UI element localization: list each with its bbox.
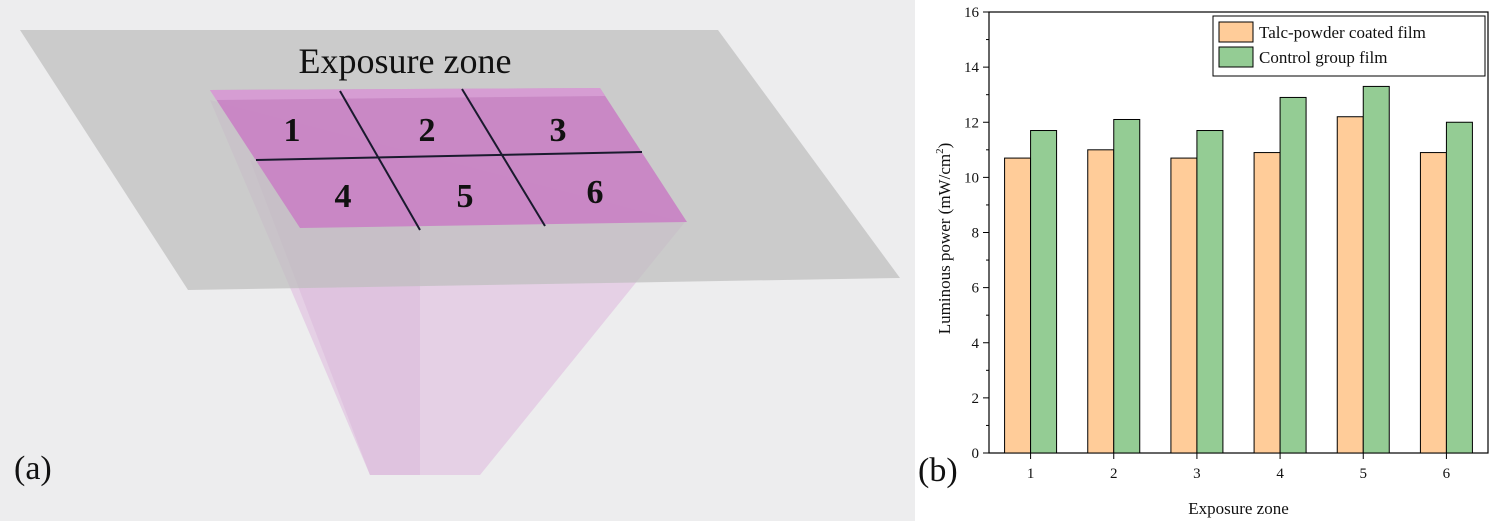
panel-a: Exposure zone 1 2 3 4 5 6 (a): [0, 0, 915, 521]
legend-label: Talc-powder coated film: [1259, 23, 1426, 42]
bar: [1087, 149, 1115, 454]
exposure-zone-top-edge: [210, 88, 605, 100]
y-tick-label: 0: [972, 446, 980, 462]
bar: [1445, 121, 1473, 454]
y-axis-label-main: Luminous power (mW/cm: [935, 154, 954, 334]
y-axis-label: Luminous power (mW/cm2): [934, 143, 954, 335]
x-tick-label: 6: [1443, 466, 1451, 482]
legend-box: [1212, 15, 1486, 77]
x-tick-label: 4: [1276, 466, 1284, 482]
panel-a-label: (a): [14, 450, 52, 487]
y-tick-label: 16: [964, 5, 980, 21]
y-tick-label: 10: [964, 170, 979, 186]
x-tick-label: 5: [1360, 466, 1368, 482]
bar: [1030, 130, 1058, 454]
bar: [1196, 130, 1224, 454]
plot-frame: [988, 11, 1489, 454]
bar: [1004, 157, 1032, 454]
panel-b-label: (b): [918, 452, 958, 489]
zone-grid-horizontal: [255, 151, 643, 161]
zone-label-3: 3: [550, 112, 567, 149]
bar: [1336, 116, 1364, 454]
x-tick-label: 3: [1193, 466, 1201, 482]
y-axis-label-superscript: 2: [934, 148, 946, 154]
exposure-zone-area: [210, 88, 687, 228]
zone-label-1: 1: [284, 112, 301, 149]
zone-grid-divider-1: [339, 90, 421, 231]
y-tick-label: 4: [972, 336, 980, 352]
x-axis-label: Exposure zone: [1188, 499, 1289, 518]
legend-swatch: [1218, 21, 1254, 43]
bar: [1419, 152, 1447, 454]
y-tick-label: 6: [972, 281, 980, 297]
y-tick-label: 8: [972, 226, 980, 242]
x-tick-label: 2: [1110, 466, 1118, 482]
y-axis-label-close: ): [935, 143, 954, 149]
bar: [1113, 118, 1141, 454]
exposure-zone-title: Exposure zone: [299, 41, 512, 81]
legend-label: Control group film: [1259, 48, 1387, 67]
y-tick-label: 2: [972, 391, 980, 407]
zone-label-4: 4: [335, 178, 352, 215]
zone-label-6: 6: [587, 174, 604, 211]
zone-label-2: 2: [419, 112, 436, 149]
x-tick-label: 1: [1027, 466, 1035, 482]
zone-label-5: 5: [457, 178, 474, 215]
bar: [1362, 85, 1390, 454]
y-tick-label: 12: [964, 115, 979, 131]
y-tick-label: 14: [964, 60, 980, 76]
bar: [1170, 157, 1198, 454]
bar: [1253, 152, 1281, 454]
zone-grid-divider-2: [461, 88, 546, 227]
legend-swatch: [1218, 46, 1254, 68]
bar: [1279, 96, 1307, 454]
